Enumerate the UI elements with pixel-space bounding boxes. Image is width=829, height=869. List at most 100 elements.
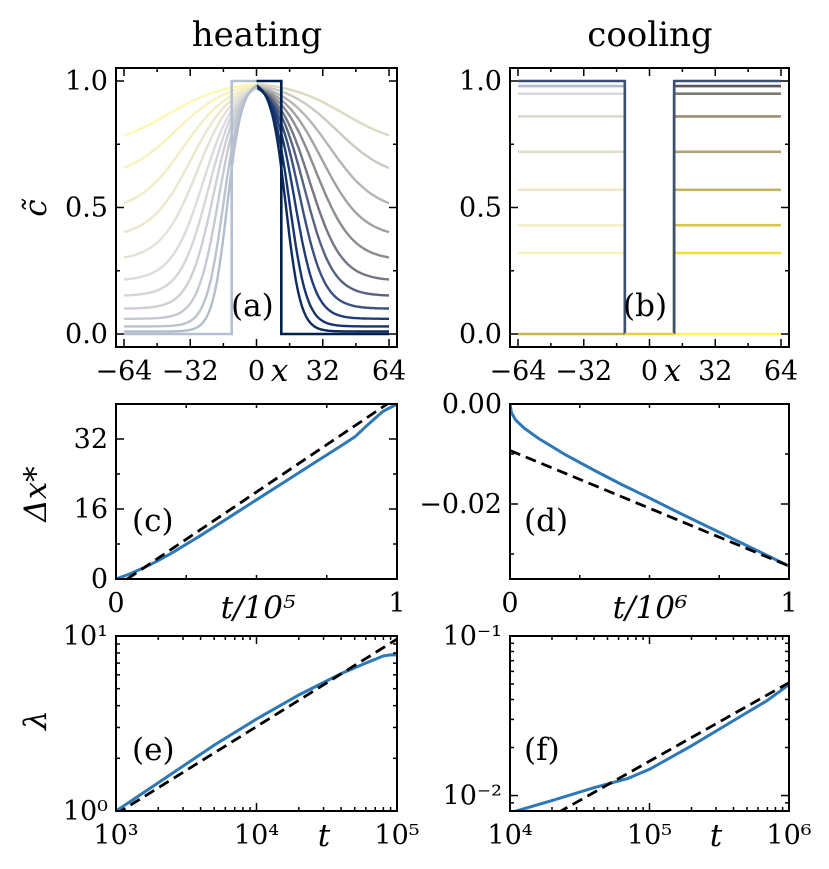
xlabel-f: t xyxy=(710,818,723,854)
series-layer xyxy=(510,681,789,811)
x-tick-label: 10⁴ xyxy=(487,820,532,851)
y-tick-label: 32 xyxy=(74,424,108,455)
panel-b: −64 −32 0 32 64 0.0 0.5 1.0 x (b) xyxy=(459,66,798,389)
heating-profile-left xyxy=(123,86,257,259)
x-tick-label: 10⁶ xyxy=(766,820,811,851)
panel-label-f: (f) xyxy=(524,732,560,768)
panel-label-a: (a) xyxy=(231,288,274,324)
x-tick-label: 32 xyxy=(306,356,340,387)
heating-profile-left xyxy=(124,85,258,328)
fit-line xyxy=(126,404,390,579)
xlabel-e: t xyxy=(318,818,331,854)
panel-label-b: (b) xyxy=(623,288,667,324)
heating-profile-left xyxy=(124,86,258,310)
cooling-profile-right xyxy=(672,188,781,334)
panel-d: 0 1 0.00 −0.02 t/10⁶ (d) xyxy=(419,389,797,626)
cooling-profile-left xyxy=(518,79,627,334)
xlabel-d: t/10⁶ xyxy=(613,590,688,626)
plot-frame xyxy=(509,403,790,580)
column-title-heating: heating xyxy=(192,15,323,55)
x-tick-label: −32 xyxy=(162,356,219,387)
x-tick-label: 10⁴ xyxy=(234,820,279,851)
heating-profile-left xyxy=(123,86,257,281)
heating-profile-left xyxy=(123,86,258,297)
x-tick-label: 10⁵ xyxy=(627,820,672,851)
x-tick-label: 0 xyxy=(107,588,124,619)
heating-profile-right xyxy=(255,86,389,310)
data-line xyxy=(510,683,789,811)
heating-profile-right xyxy=(256,82,390,137)
cooling-profile-left xyxy=(518,251,627,334)
heating-profile-right xyxy=(255,86,389,320)
x-tick-label: 1 xyxy=(388,588,405,619)
y-tick-label: 16 xyxy=(74,494,108,525)
cooling-profile-left xyxy=(518,223,627,334)
heating-profile-right xyxy=(256,86,390,259)
fit-line xyxy=(118,637,397,811)
xlabel-x: x xyxy=(271,353,289,389)
y-tick-label: 0 xyxy=(91,564,108,595)
y-tick-label: 0.0 xyxy=(459,319,502,350)
plot-frame xyxy=(115,635,398,812)
cooling-profile-right xyxy=(672,79,781,334)
y-tick-label: 10⁻¹ xyxy=(443,621,502,652)
series-layer xyxy=(116,404,397,579)
initial-step-left xyxy=(124,79,257,336)
heating-profile-right xyxy=(256,85,390,205)
series-layer xyxy=(510,404,789,568)
initial-step-right xyxy=(256,79,389,336)
panel-label-e: (e) xyxy=(132,732,175,768)
series-layer xyxy=(116,637,397,811)
cooling-profile-left xyxy=(518,150,627,334)
y-tick-label: −0.02 xyxy=(419,489,502,520)
xlabel-c: t/10⁵ xyxy=(221,590,296,626)
heating-profile-left xyxy=(124,86,258,320)
heating-profile-left xyxy=(123,84,257,170)
y-tick-label: 0.5 xyxy=(65,193,108,224)
panel-c: 0 1 0 16 32 t/10⁵ (c) xyxy=(74,403,406,626)
cooling-profile-right xyxy=(672,84,781,334)
y-tick-label: 0.00 xyxy=(442,389,502,420)
y-tick-label: 0.0 xyxy=(65,319,108,350)
x-tick-label: 0 xyxy=(641,356,658,387)
heating-profile-left xyxy=(123,85,257,205)
x-tick-label: 64 xyxy=(764,356,798,387)
y-tick-label: 10¹ xyxy=(63,621,108,652)
y-tick-label: 1.0 xyxy=(65,66,108,97)
column-title-cooling: cooling xyxy=(587,15,712,55)
ylabel-c-tilde: c̃ xyxy=(18,198,54,217)
x-tick-label: 0 xyxy=(501,588,518,619)
heating-profile-left xyxy=(124,84,258,333)
x-tick-label: 64 xyxy=(372,356,406,387)
y-tick-label: 10⁰ xyxy=(63,796,108,827)
panel-label-c: (c) xyxy=(132,503,174,539)
x-tick-label: −64 xyxy=(490,356,547,387)
cooling-profile-right xyxy=(672,150,781,334)
panel-f: 10⁴ 10⁵ 10⁶ 10⁻² 10⁻¹ t (f) xyxy=(443,621,812,854)
ylabel-lambda: λ xyxy=(18,710,54,732)
y-tick-label: 0.5 xyxy=(459,193,502,224)
x-tick-label: 1 xyxy=(780,588,797,619)
heating-profile-right xyxy=(255,85,389,328)
data-line xyxy=(116,653,397,811)
heating-profile-right xyxy=(256,84,390,170)
x-tick-label: 10⁵ xyxy=(374,820,419,851)
x-tick-label: 0 xyxy=(248,356,265,387)
heating-profile-right xyxy=(256,86,390,281)
x-tick-label: 32 xyxy=(698,356,732,387)
y-tick-label: 10⁻² xyxy=(443,781,502,812)
x-tick-label: −32 xyxy=(555,356,612,387)
cooling-profile-left xyxy=(518,188,627,334)
heating-profile-right xyxy=(255,86,390,297)
cooling-profile-right xyxy=(672,223,781,334)
xlabel-x: x xyxy=(664,353,682,389)
panel-label-d: (d) xyxy=(524,503,568,539)
y-tick-label: 1.0 xyxy=(459,66,502,97)
fit-line xyxy=(558,681,789,811)
panel-e: 10³ 10⁴ 10⁵ 10⁰ 10¹ t (e) xyxy=(63,621,420,854)
x-tick-label: 10³ xyxy=(93,820,138,851)
plot-frame xyxy=(509,635,790,812)
cooling-profile-left xyxy=(518,92,627,334)
